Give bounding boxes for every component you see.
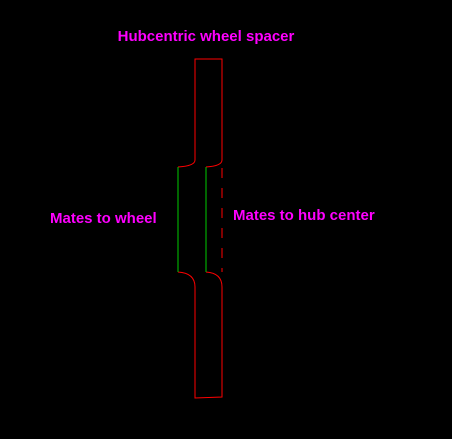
spacer-outline-top: [194, 58, 223, 160]
spacer-neck-left-top: [177, 159, 196, 168]
diagram-title: Hubcentric wheel spacer: [118, 28, 295, 45]
label-mates-to-wheel: Mates to wheel: [50, 210, 157, 227]
spacer-neck-inner-bottom: [205, 271, 223, 288]
spacer-outline-bottom: [194, 287, 223, 399]
spacer-neck-inner-top: [205, 159, 223, 168]
spacer-neck-left-bottom: [177, 271, 196, 288]
label-mates-to-hub-center: Mates to hub center: [233, 207, 375, 224]
